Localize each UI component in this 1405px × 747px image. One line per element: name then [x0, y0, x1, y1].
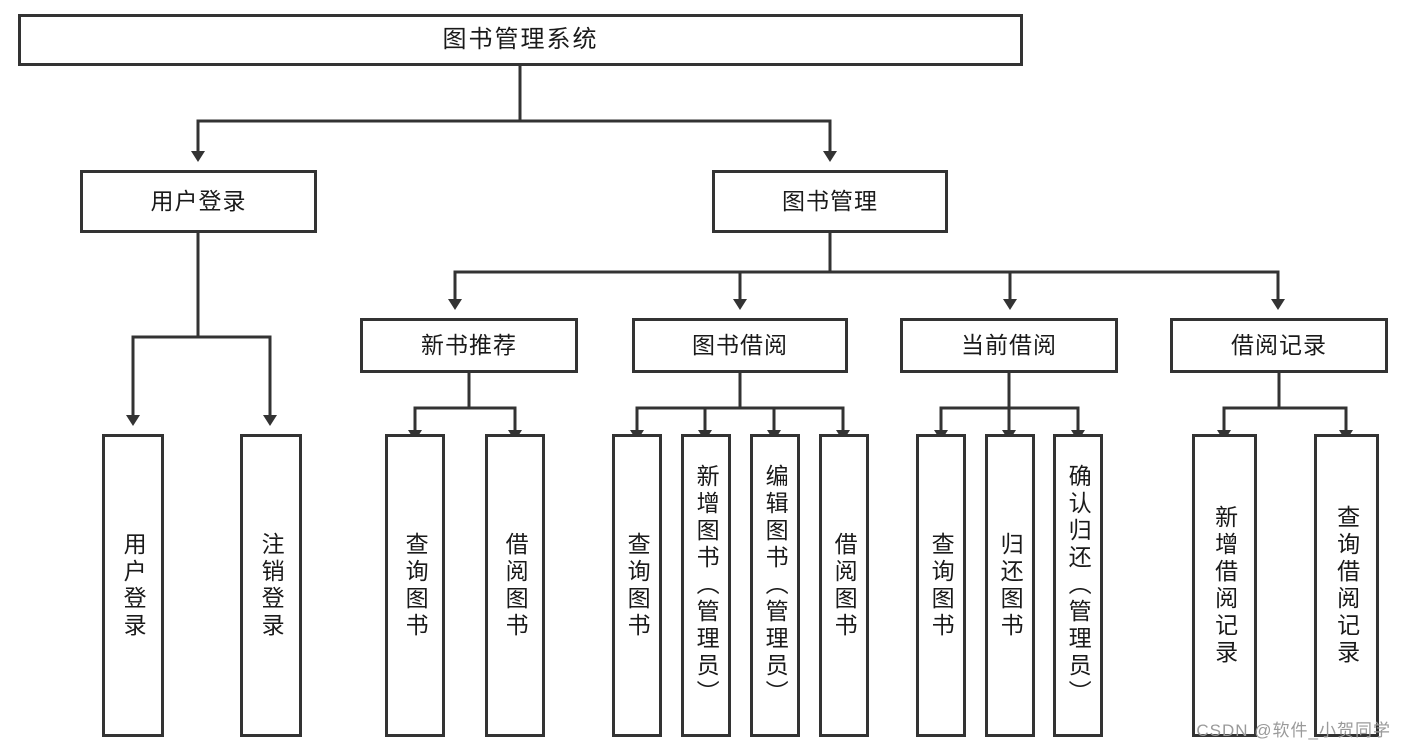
- node-label: 用户登录: [150, 187, 247, 214]
- leaf-current-borrow-confirm-return-admin[interactable]: 确认归还（管理员）: [1053, 434, 1103, 737]
- node-label: 图书管理: [782, 187, 878, 214]
- node-book-borrow[interactable]: 图书借阅: [632, 318, 848, 373]
- leaf-new-book-borrow-book[interactable]: 借阅图书: [485, 434, 545, 737]
- node-label: 编辑图书（管理员）: [762, 464, 789, 707]
- node-label: 新增借阅记录: [1211, 504, 1238, 667]
- leaf-current-borrow-return-book[interactable]: 归还图书: [985, 434, 1035, 737]
- node-label: 查询图书: [402, 531, 429, 640]
- node-label: 注销登录: [258, 531, 285, 640]
- leaf-book-borrow-borrow-book[interactable]: 借阅图书: [819, 434, 869, 737]
- leaf-book-borrow-add-book-admin[interactable]: 新增图书（管理员）: [681, 434, 731, 737]
- node-label: 借阅图书: [502, 531, 529, 640]
- leaf-book-borrow-query-book[interactable]: 查询图书: [612, 434, 662, 737]
- node-label: 图书借阅: [692, 331, 788, 358]
- leaf-new-book-query-book[interactable]: 查询图书: [385, 434, 445, 737]
- node-user-login[interactable]: 用户登录: [80, 170, 317, 233]
- node-label: 确认归还（管理员）: [1065, 464, 1092, 707]
- node-new-book-recommend[interactable]: 新书推荐: [360, 318, 578, 373]
- node-book-management[interactable]: 图书管理: [712, 170, 948, 233]
- node-label: 查询借阅记录: [1333, 504, 1360, 667]
- node-label: 新增图书（管理员）: [693, 464, 720, 707]
- node-label: 用户登录: [120, 531, 147, 640]
- node-label: 当前借阅: [961, 331, 1057, 358]
- leaf-borrow-record-query-record[interactable]: 查询借阅记录: [1314, 434, 1379, 737]
- node-label: 借阅记录: [1231, 331, 1327, 358]
- node-label: 查询图书: [624, 531, 651, 640]
- node-label: 借阅图书: [831, 531, 858, 640]
- leaf-user-login-logout[interactable]: 注销登录: [240, 434, 302, 737]
- node-borrow-record[interactable]: 借阅记录: [1170, 318, 1388, 373]
- csdn-watermark: CSDN @软件_小贺同学: [1196, 721, 1391, 740]
- leaf-borrow-record-add-record[interactable]: 新增借阅记录: [1192, 434, 1257, 737]
- leaf-book-borrow-edit-book-admin[interactable]: 编辑图书（管理员）: [750, 434, 800, 737]
- leaf-current-borrow-query-book[interactable]: 查询图书: [916, 434, 966, 737]
- node-label: 归还图书: [997, 531, 1024, 640]
- node-label: 查询图书: [928, 531, 955, 640]
- leaf-user-login-login[interactable]: 用户登录: [102, 434, 164, 737]
- node-root-book-management-system[interactable]: 图书管理系统: [18, 14, 1023, 66]
- node-label: 新书推荐: [421, 331, 517, 358]
- node-current-borrow[interactable]: 当前借阅: [900, 318, 1118, 373]
- node-label: 图书管理系统: [442, 25, 599, 53]
